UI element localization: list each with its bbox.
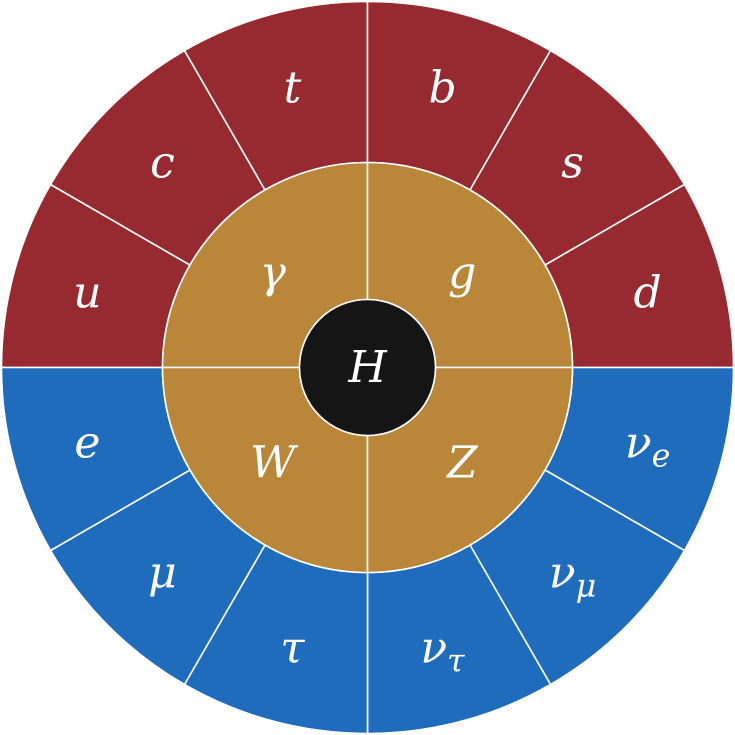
boson-label-symbol: W xyxy=(250,437,299,488)
lepton-label: νμ xyxy=(549,547,596,605)
lepton-label: ντ xyxy=(420,622,465,680)
lepton-label-symbol: τ xyxy=(280,622,305,673)
quark-label-symbol: u xyxy=(73,267,101,318)
lepton-label-subscript: μ xyxy=(576,569,597,605)
lepton-label-symbol: e xyxy=(74,417,100,468)
boson-label: Z xyxy=(445,437,479,488)
lepton-label-symbol: μ xyxy=(148,547,177,598)
boson-label-symbol: g xyxy=(448,247,476,298)
boson-ring: γ gW Z xyxy=(161,161,574,574)
quark-label-symbol: c xyxy=(150,137,175,188)
quark-label: c xyxy=(150,137,175,188)
lepton-label-symbol: ν xyxy=(625,417,652,468)
lepton-label-symbol: ν xyxy=(549,547,576,598)
higgs-circle xyxy=(298,298,437,437)
lepton-label: νe xyxy=(625,417,671,475)
higgs-label: H xyxy=(347,342,388,393)
higgs-core: H xyxy=(298,298,437,437)
quark-label: s xyxy=(561,137,584,188)
boson-label-symbol: γ xyxy=(260,247,287,298)
quark-label: u xyxy=(73,267,101,318)
lepton-label-subscript: e xyxy=(652,439,671,475)
lepton-label: τ xyxy=(280,622,305,673)
boson-label: g xyxy=(448,247,476,298)
lepton-label: e xyxy=(74,417,100,468)
lepton-label-subscript: τ xyxy=(447,644,465,680)
quark-label-symbol: s xyxy=(561,137,584,188)
boson-label-symbol: Z xyxy=(445,437,479,488)
quark-label: d xyxy=(634,267,662,318)
quark-label-symbol: d xyxy=(634,267,662,318)
lepton-label-symbol: ν xyxy=(420,622,447,673)
quark-label-symbol: t xyxy=(284,62,302,113)
lepton-label: μ xyxy=(148,547,177,598)
quark-label-symbol: b xyxy=(428,62,456,113)
boson-label: W xyxy=(250,437,299,488)
quark-label: b xyxy=(428,62,456,113)
boson-label: γ xyxy=(260,247,287,298)
quark-label: t xyxy=(284,62,302,113)
